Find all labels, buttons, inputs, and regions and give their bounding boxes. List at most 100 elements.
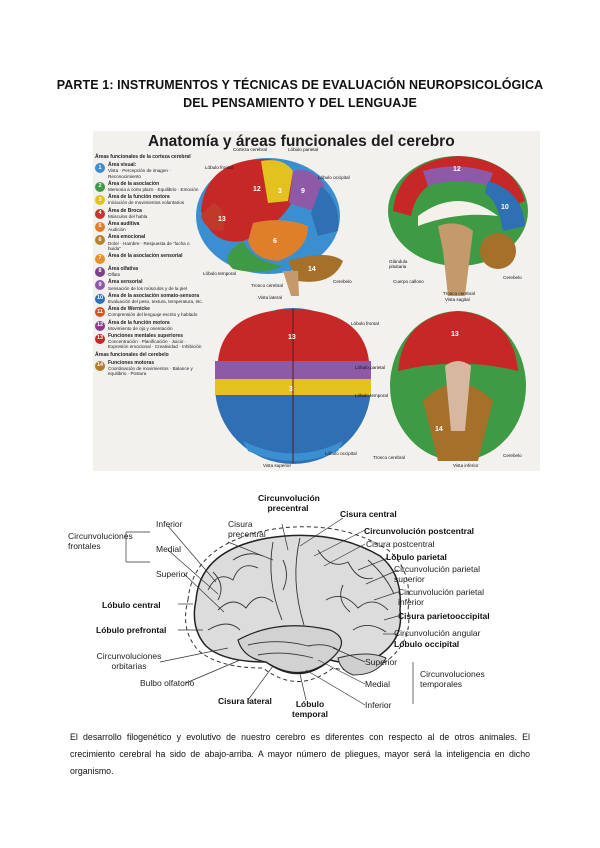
label-temporal-inferior: Inferior <box>365 701 391 711</box>
legend-item-desc: Evaluación del peso, textura, temperatur… <box>108 299 203 304</box>
legend-item-desc: Audición <box>108 227 126 232</box>
page-title-line1: PARTE 1: INSTRUMENTOS Y TÉCNICAS DE EVAL… <box>40 78 560 92</box>
legend-number-badge: 9 <box>95 280 105 290</box>
legend-number-badge: 3 <box>95 195 105 205</box>
legend-text: Área de la asociación sensorial <box>108 254 182 259</box>
svg-text:13: 13 <box>218 216 226 223</box>
label-lobulo-occipital: Lóbulo occipital <box>318 175 350 180</box>
legend-item-desc: Vista · Percepción de imagen · Reconocim… <box>108 168 171 178</box>
label-vista-superior: Vista superior <box>263 463 291 468</box>
legend-number-badge: 5 <box>95 222 105 232</box>
label-circ-angular: Circunvolución angular <box>394 629 480 639</box>
label-lobulo-central: Lóbulo central <box>102 601 161 611</box>
label-circ-postcentral: Circunvolución postcentral <box>364 527 474 537</box>
legend-text: Área de la asociaciónMemoria a corto pla… <box>108 182 198 192</box>
svg-text:14: 14 <box>308 266 316 273</box>
label-circ-frontales: Circunvoluciones frontales <box>68 532 128 551</box>
legend-text: Área de la función motoraMovimiento de o… <box>108 321 173 331</box>
label-cerebelo-sagital: Cerebelo <box>503 275 522 280</box>
legend-heading-cerebelo: Áreas funcionales del cerebelo <box>95 353 203 358</box>
legend-text: Área de la función motoraIniciación de m… <box>108 195 184 205</box>
page-title-line2: DEL PENSAMIENTO Y DEL LENGUAJE <box>40 96 560 110</box>
label-cisura-precentral: Cisura precentral <box>228 520 274 539</box>
legend-heading: Áreas funcionales de la corteza cerebral <box>95 155 203 160</box>
svg-text:12: 12 <box>253 186 261 193</box>
svg-text:13: 13 <box>288 334 296 341</box>
label-cisura-lateral: Cisura lateral <box>218 697 272 707</box>
legend-number-badge: 2 <box>95 182 105 192</box>
legend-list: 1Área visual:Vista · Percepción de image… <box>95 163 203 349</box>
label-corteza-cerebral: Corteza cerebral <box>233 147 267 152</box>
label-tronco-inferior: Tronco cerebral <box>373 455 405 460</box>
label-frontal-superior: Superior <box>156 570 188 580</box>
label-lobulo-temporal: Lóbulo temporal <box>203 271 236 276</box>
label-lobulo-parietal-sup: Lóbulo parietal <box>355 365 385 370</box>
legend-number-badge: 4 <box>95 209 105 219</box>
svg-text:14: 14 <box>435 426 443 433</box>
label-cuerpo-calloso: Cuerpo calloso <box>393 279 424 284</box>
label-circ-temporales: Circunvoluciones temporales <box>420 670 500 689</box>
legend-number-badge: 8 <box>95 267 105 277</box>
label-vista-sagital: Vista sagital <box>445 297 470 302</box>
legend-number-badge: 10 <box>95 294 105 304</box>
label-lobulo-temporal-sup: Lóbulo temporal <box>355 393 388 398</box>
label-circ-parietal-inferior: Circunvolución parietal inferior <box>398 588 508 607</box>
legend-item-desc: Sensación de los músculos y de la piel <box>108 286 187 291</box>
label-circ-parietal-superior: Circunvolución parietal superior <box>394 565 504 584</box>
legend-text: Área sensorialSensación de los músculos … <box>108 280 187 290</box>
legend-item-desc: Dolor · Hambre · Respuesta de "lucha o h… <box>108 241 190 251</box>
legend-item-desc: Comprensión del lenguaje escrito y habla… <box>108 312 197 317</box>
body-paragraph: El desarrollo filogenético y evolutivo d… <box>70 729 530 780</box>
legend-item-desc: Olfato <box>108 272 120 277</box>
svg-text:12: 12 <box>453 166 461 173</box>
label-glandula-pituitaria: Glándula pituitaria <box>389 259 419 269</box>
label-cisura-postcentral: Cisura postcentral <box>366 540 435 550</box>
legend-number-badge: 1 <box>95 163 105 173</box>
label-tronco-sagital: Tronco cerebral <box>443 291 475 296</box>
label-lobulo-temporal: Lóbulo temporal <box>292 700 328 719</box>
legend-item-desc: Concentración · Planificación · Juicio ·… <box>108 339 201 349</box>
legend-item-desc: Coordinación de movimientos · Balance y … <box>108 366 193 376</box>
label-lobulo-occipital-sup: Lóbulo occipital <box>325 451 357 456</box>
brain-gyri-figure: Circunvoluciones frontales Inferior Medi… <box>68 490 538 720</box>
label-lobulo-parietal: Lóbulo parietal <box>386 553 447 563</box>
label-cisura-central: Cisura central <box>340 510 397 520</box>
svg-text:10: 10 <box>501 204 509 211</box>
svg-text:6: 6 <box>273 238 277 245</box>
legend-text: Área de la asociación somato-sensoraEval… <box>108 294 203 304</box>
legend-text: Funciones motorasCoordinación de movimie… <box>108 361 203 377</box>
label-circ-precentral: Circunvolución precentral <box>258 494 318 513</box>
label-vista-inferior: Vista inferior <box>453 463 478 468</box>
label-lobulo-parietal: Lóbulo parietal <box>288 147 318 152</box>
legend-item: 10Área de la asociación somato-sensoraEv… <box>95 294 203 304</box>
superior-view-brain: 13 3 <box>215 308 371 464</box>
label-vista-lateral: Vista lateral <box>258 295 282 300</box>
label-cerebelo: Cerebelo <box>333 279 352 284</box>
label-tronco-cerebral: Tronco cerebral <box>251 283 283 288</box>
label-temporal-superior: Superior <box>365 658 397 668</box>
label-lobulo-frontal: Lóbulo frontal <box>205 165 233 170</box>
label-cerebelo-inferior: Cerebelo <box>503 453 522 458</box>
label-temporal-medial: Medial <box>365 680 390 690</box>
label-bulbo-olfatorio: Bulbo olfatorio <box>140 679 194 689</box>
svg-text:3: 3 <box>278 188 282 195</box>
brain-areas-figure: 12 3 9 13 6 14 12 10 13 3 <box>93 131 540 471</box>
label-frontal-inferior: Inferior <box>156 520 182 530</box>
legend-number-badge: 6 <box>95 235 105 245</box>
label-cisura-parietooccipital: Cisura parietooccipital <box>398 612 490 622</box>
legend-item-desc: Iniciación de movimientos voluntarios <box>108 200 184 205</box>
